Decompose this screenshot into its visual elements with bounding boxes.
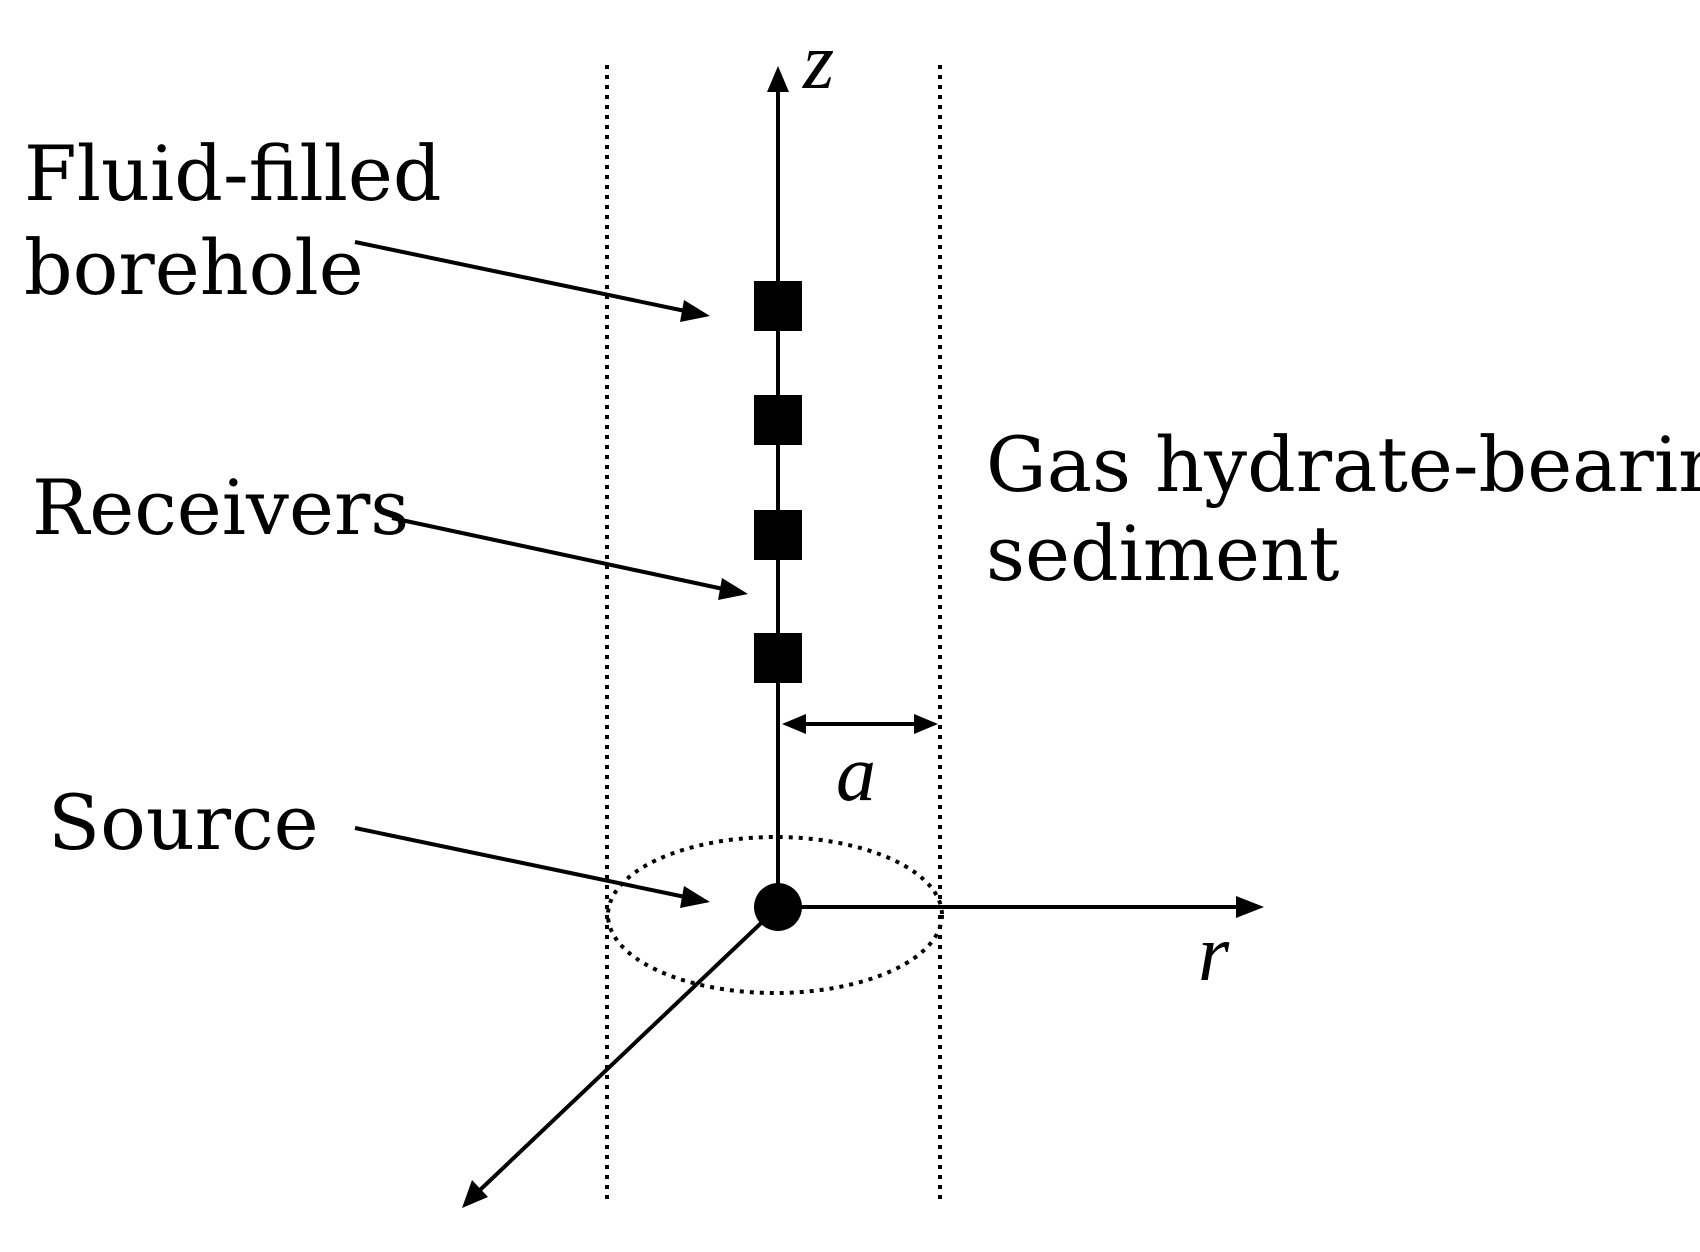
receivers-pointer-arrow [391,516,729,592]
radius-arrowhead-left [782,714,806,734]
borehole-pointer-arrowhead [680,300,710,322]
receivers-label: Receivers [32,463,409,552]
receiver-marker [754,281,802,331]
oblique-axis-line [478,905,780,1192]
oblique-axis-arrowhead [462,1180,488,1208]
receiver-marker [754,510,802,560]
borehole-label-line2: borehole [24,223,364,312]
borehole-label-line1: Fluid-filled [24,129,442,218]
source-marker [754,883,802,931]
receiver-array [754,281,802,683]
source-label: Source [48,778,319,867]
receivers-pointer-arrowhead [718,578,748,600]
z-axis-arrowhead [767,66,789,92]
borehole-cross-section-ellipse [606,835,944,995]
radius-arrowhead-right [914,714,938,734]
source-pointer-arrowhead [680,886,710,908]
receiver-marker [754,633,802,683]
sediment-label-line2: sediment [986,509,1339,598]
receiver-marker [754,395,802,445]
borehole-pointer-arrow [354,240,691,314]
sediment-label-line1: Gas hydrate-bearing [986,420,1700,509]
r-axis-label: r [1198,910,1230,998]
z-axis-label: z [802,18,834,106]
r-axis-arrowhead [1236,896,1264,918]
source-pointer-arrow [354,826,691,900]
radius-label: a [836,730,876,818]
